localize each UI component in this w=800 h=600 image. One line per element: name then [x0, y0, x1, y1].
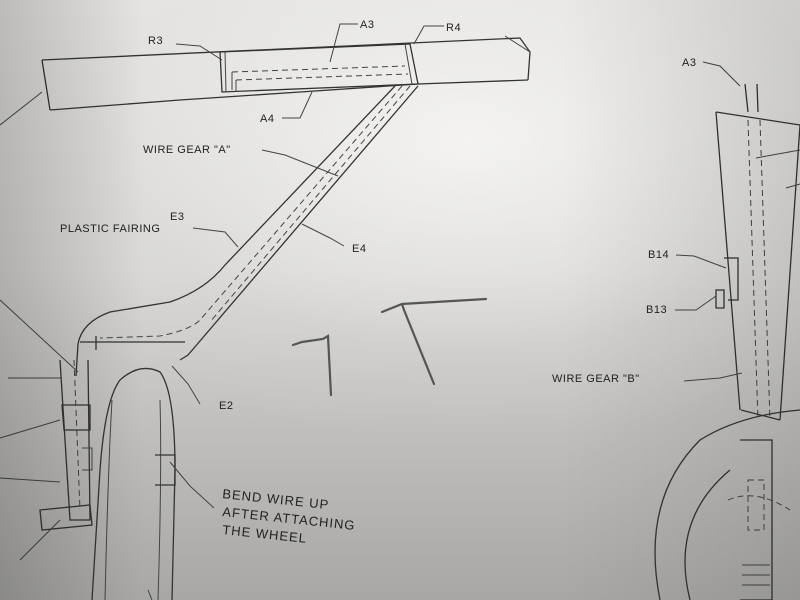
leader-lines: [169, 23, 800, 509]
wire-gear-b-view: [654, 83, 800, 600]
label-e4: E4: [352, 243, 366, 255]
wire-gear-a-strut: [75, 85, 419, 377]
label-wire-gear-b: WIRE GEAR "B": [552, 373, 640, 385]
label-b14: B14: [648, 249, 669, 261]
label-r3: R3: [148, 35, 163, 47]
label-a4: A4: [260, 113, 274, 125]
label-e3: E3: [170, 211, 184, 223]
bent-wire-pieces: [291, 297, 488, 397]
label-a3-right: A3: [682, 57, 696, 69]
wing-section: [0, 35, 531, 126]
label-a3-top: A3: [360, 19, 374, 31]
gear-mount-box: [219, 43, 419, 93]
label-b13: B13: [646, 304, 667, 316]
label-r4: R4: [446, 22, 461, 34]
left-wheel: [91, 367, 176, 600]
left-leaders: [0, 299, 79, 561]
label-wire-gear-a: WIRE GEAR "A": [143, 144, 231, 156]
left-fork: [39, 359, 176, 531]
label-plastic-fairing: PLASTIC FAIRING: [60, 223, 160, 235]
label-e2: E2: [219, 400, 233, 412]
